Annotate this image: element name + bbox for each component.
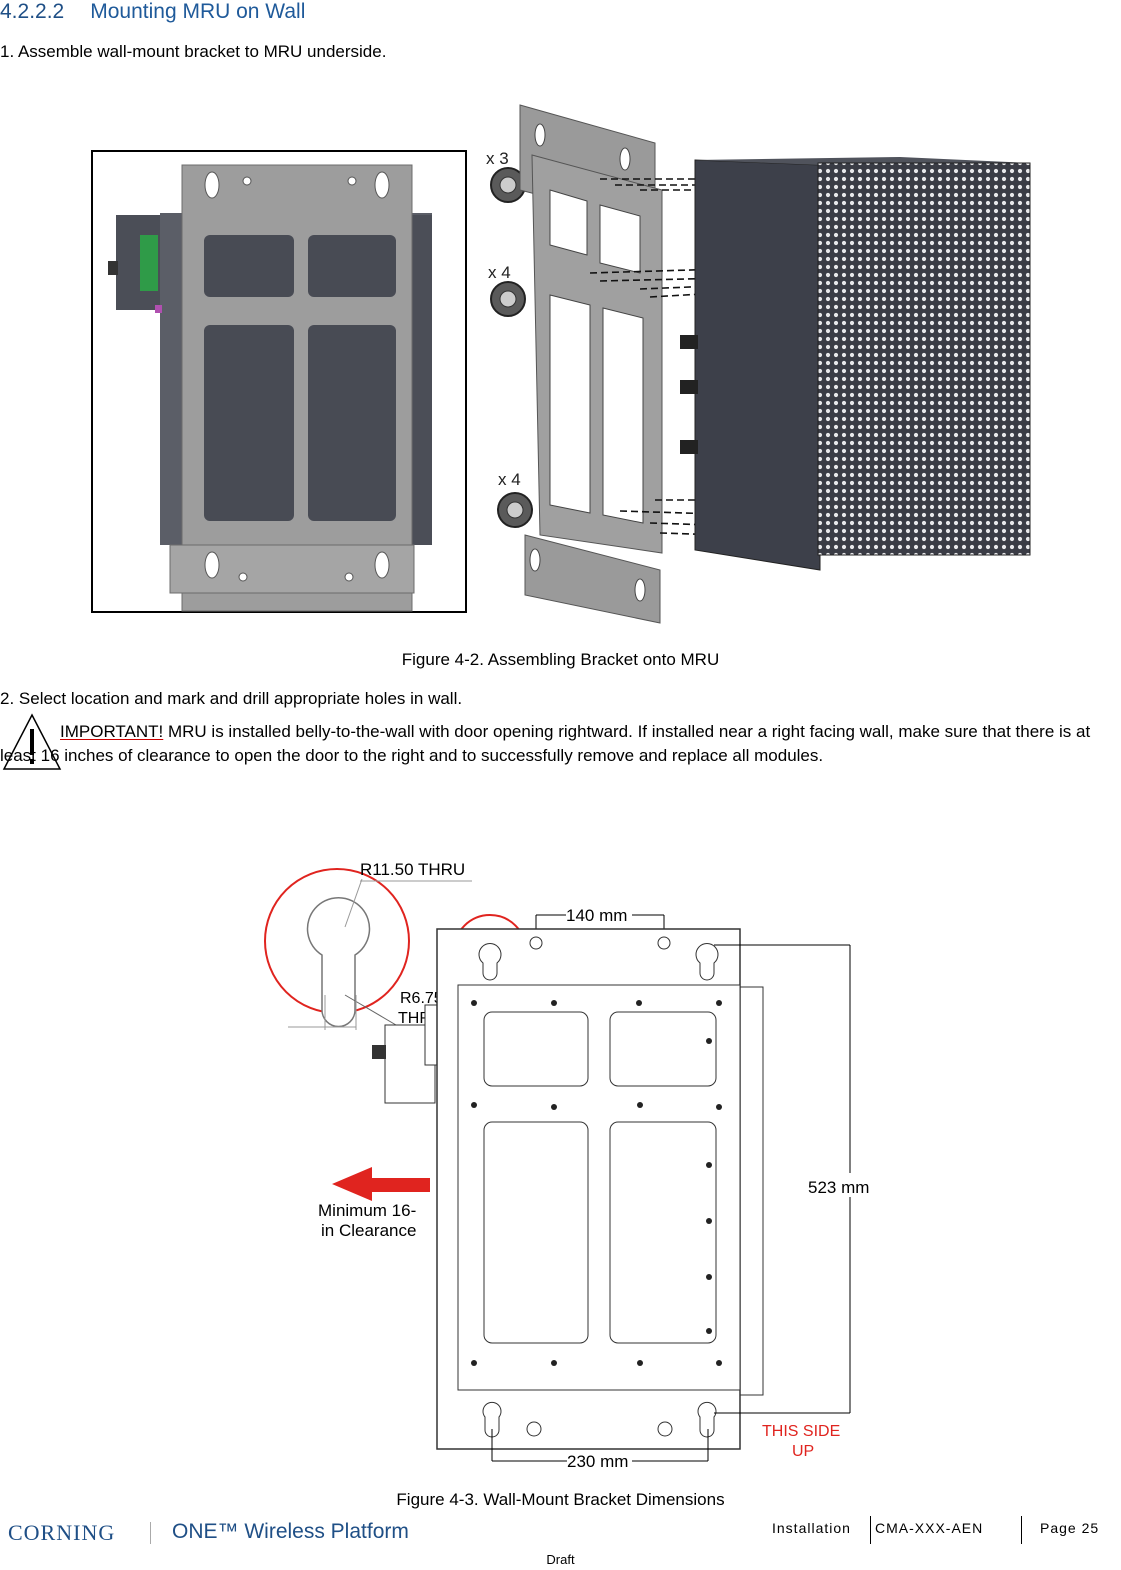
- figure-1-caption: Figure 4-2. Assembling Bracket onto MRU: [401, 650, 720, 669]
- section-title: Mounting MRU on Wall: [90, 0, 306, 23]
- screw-count-middle: x 4: [488, 263, 511, 282]
- important-note: IMPORTANT! MRU is installed belly-to-the…: [0, 720, 1121, 768]
- label-140mm: 140 mm: [566, 906, 627, 925]
- important-text: MRU is installed belly-to-the-wall with …: [0, 722, 1091, 765]
- label-clearance-a: Minimum 16-: [318, 1201, 416, 1220]
- label-r1150: R11.50 THRU: [360, 860, 465, 879]
- label-230mm: 230 mm: [567, 1452, 628, 1471]
- footer-brand-logo: CORNING: [8, 1520, 116, 1545]
- label-this-side-up-b: UP: [792, 1443, 814, 1460]
- figure-2-caption: Figure 4-3. Wall-Mount Bracket Dimension…: [396, 1490, 725, 1509]
- label-this-side-up-a: THIS SIDE: [762, 1423, 840, 1440]
- footer-divider-2: [1021, 1516, 1022, 1544]
- step-1-text: 1. Assemble wall-mount bracket to MRU un…: [0, 42, 387, 61]
- screw-group-bottom: x 4: [497, 470, 533, 528]
- warning-icon: [2, 713, 62, 770]
- footer-product-name: ONE™ Wireless Platform: [172, 1520, 409, 1543]
- footer-section: Installation: [772, 1520, 851, 1536]
- screw-group-middle: x 4: [488, 263, 526, 317]
- footer-draft-label: Draft: [546, 1552, 575, 1567]
- mru-cabinet-side: [694, 159, 821, 571]
- figure-wall-mount-dimensions: R11.50 THRU R6.75 THRU 140 mm 523 mm: [264, 860, 869, 1471]
- mru-cabinet-perforated-face: [817, 162, 1031, 556]
- screw-count-bottom: x 4: [498, 470, 521, 489]
- label-r675-a: R6.75: [400, 990, 443, 1007]
- label-523mm: 523 mm: [808, 1178, 869, 1197]
- section-heading: 4.2.2.2 Mounting MRU on Wall: [0, 0, 305, 24]
- figure-assembling-bracket: x 3 x 4 x 4: [91, 104, 1031, 624]
- label-clearance-b: in Clearance: [321, 1221, 416, 1240]
- step-2-text: 2. Select location and mark and drill ap…: [0, 689, 463, 708]
- important-label: IMPORTANT!: [60, 722, 164, 741]
- keyhole-detail-shape: [306, 897, 371, 1028]
- footer-logo-divider: [150, 1522, 151, 1544]
- screw-group-top: x 3: [486, 149, 526, 203]
- screw-count-top: x 3: [486, 149, 509, 168]
- footer-doc-id: CMA-XXX-AEN: [875, 1520, 984, 1536]
- footer-page-number: Page 25: [1040, 1520, 1100, 1536]
- clearance-arrow: [332, 1167, 430, 1201]
- footer-divider-1: [870, 1516, 871, 1544]
- section-number: 4.2.2.2: [0, 0, 65, 23]
